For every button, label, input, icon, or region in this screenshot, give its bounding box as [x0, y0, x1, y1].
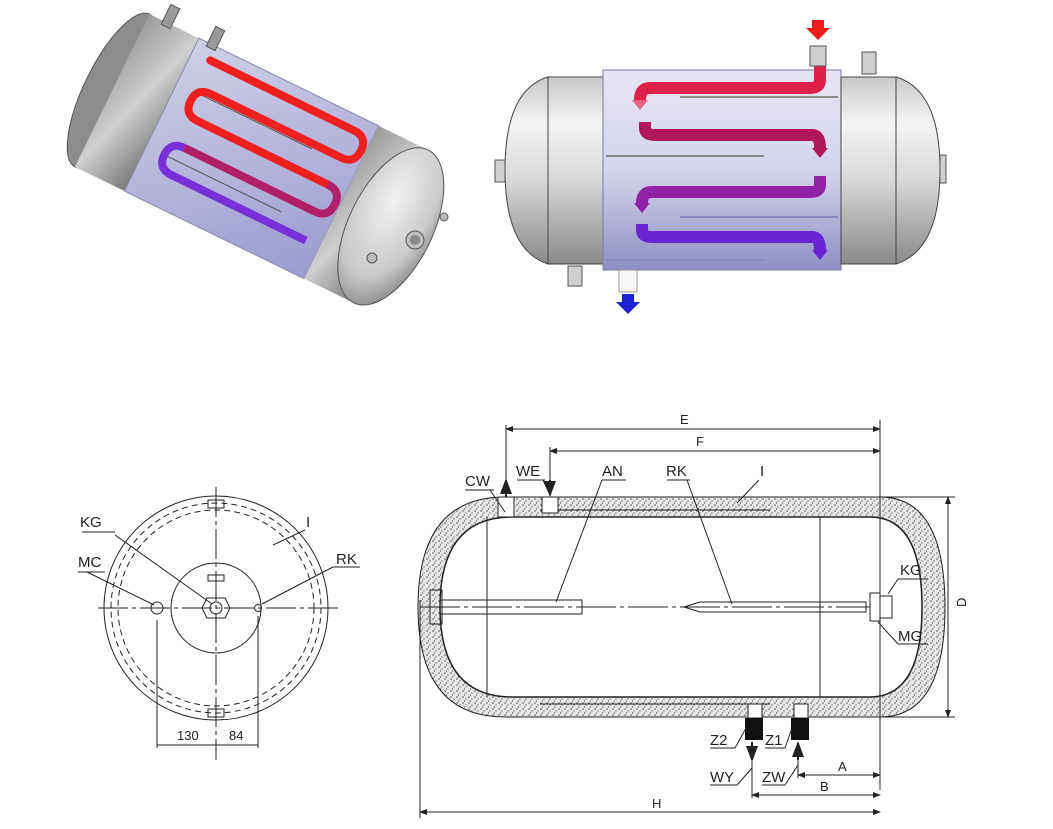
section-label-rk: RK — [666, 463, 687, 480]
isometric-tank-view — [66, 3, 449, 306]
z2-fitting — [745, 718, 763, 740]
end-label-i: I — [306, 514, 310, 531]
section-label-mg: MG — [898, 628, 922, 645]
section-label-wy: WY — [710, 769, 734, 786]
side-tank-view — [494, 20, 947, 314]
dim-label-b: B — [820, 779, 829, 794]
end-label-mc: MC — [78, 554, 101, 571]
dim-label-e: E — [680, 412, 689, 427]
end-label-kg: KG — [80, 514, 102, 531]
z1-fitting — [791, 718, 809, 740]
dim-label-f: F — [696, 434, 704, 449]
section-label-an: AN — [602, 463, 623, 480]
section-label-i: I — [760, 463, 764, 480]
section-view-drawing — [417, 420, 955, 818]
hot-inlet-arrow-icon — [806, 20, 830, 40]
end-view-drawing — [78, 487, 360, 760]
dim-label-h: H — [652, 796, 661, 811]
section-label-zw: ZW — [762, 769, 786, 786]
dim-label-a: A — [838, 759, 847, 774]
end-dim-130: 130 — [177, 728, 199, 743]
dim-label-d: D — [954, 598, 969, 607]
end-dim-84: 84 — [229, 728, 243, 743]
section-label-z2: Z2 — [710, 732, 728, 749]
section-label-cw: CW — [465, 473, 491, 490]
cold-outlet-arrow-icon — [616, 294, 640, 314]
section-label-we: WE — [516, 463, 540, 480]
section-label-z1: Z1 — [765, 732, 783, 749]
section-label-kg: KG — [900, 562, 922, 579]
end-label-rk: RK — [336, 551, 357, 568]
